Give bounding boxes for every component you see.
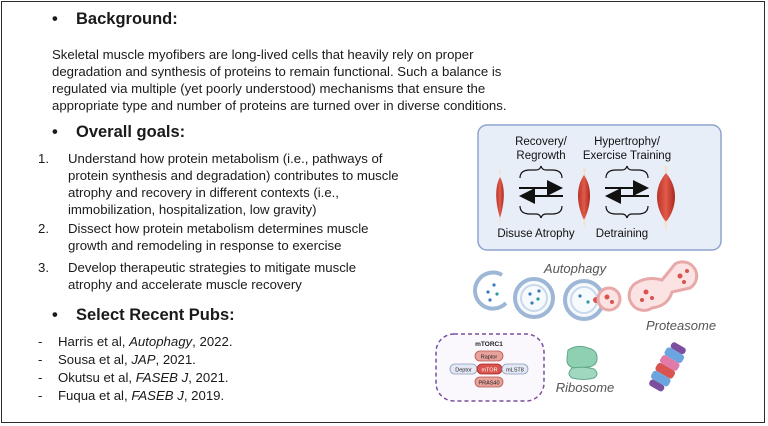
bullet: • — [52, 123, 58, 141]
pub-citation: Sousa et al, JAP, 2021. — [58, 351, 196, 368]
goal-line: atrophy and accelerate muscle recovery — [68, 277, 302, 292]
dash: - — [38, 352, 43, 367]
pub-year: , 2021. — [188, 370, 229, 385]
dash: - — [38, 388, 43, 403]
goal-line: growth and remodeling in response to exe… — [68, 238, 342, 253]
goal-line: Develop therapeutic strategies to mitiga… — [68, 260, 357, 275]
goal-number: 3. — [38, 260, 49, 275]
goal-text: Understand how protein metabolism (i.e.,… — [68, 150, 399, 218]
dash: - — [38, 334, 43, 349]
pub-journal: FASEB J — [135, 370, 189, 385]
pub-authors: Harris et al, — [58, 334, 130, 349]
goals-title: Overall goals: — [76, 123, 186, 141]
background-line: regulated via multiple (yet poorly under… — [52, 81, 486, 96]
bullet: • — [52, 10, 58, 28]
pub-year: , 2019. — [183, 388, 225, 403]
goal-number: 2. — [38, 221, 49, 236]
pub-authors: Sousa et al, — [58, 352, 132, 367]
pub-citation: Okutsu et al, FASEB J, 2021. — [58, 369, 229, 386]
goal-line: protein synthesis and degradation) contr… — [68, 168, 399, 183]
background-line: degradation and synthesis of proteins to… — [52, 64, 502, 79]
pub-year: , 2021. — [155, 352, 196, 367]
pub-citation: Harris et al, Autophagy, 2022. — [58, 333, 233, 350]
pub-authors: Okutsu et al, — [58, 370, 136, 385]
pub-journal: Autophagy — [129, 334, 193, 349]
background-paragraph: Skeletal muscle myofibers are long-lived… — [52, 46, 572, 114]
goal-text: Develop therapeutic strategies to mitiga… — [68, 259, 356, 293]
goal-number: 1. — [38, 151, 49, 166]
goal-line: atrophy and recovery in different contex… — [68, 185, 339, 200]
bullet: • — [52, 306, 58, 324]
pub-authors: Fuqua et al, — [58, 388, 132, 403]
dash: - — [38, 370, 43, 385]
pub-journal: JAP — [131, 352, 156, 367]
pub-journal: FASEB J — [131, 388, 184, 403]
pub-year: , 2022. — [192, 334, 233, 349]
background-line: appropriate type and number of proteins … — [52, 98, 507, 113]
goal-line: Understand how protein metabolism (i.e.,… — [68, 151, 383, 166]
background-title: Background: — [76, 10, 178, 28]
pub-citation: Fuqua et al, FASEB J, 2019. — [58, 387, 224, 404]
goal-line: immobilization, hospitalization, low gra… — [68, 202, 317, 217]
goal-text: Dissect how protein metabolism determine… — [68, 220, 369, 254]
background-line: Skeletal muscle myofibers are long-lived… — [52, 47, 474, 62]
pubs-title: Select Recent Pubs: — [76, 306, 235, 324]
goal-line: Dissect how protein metabolism determine… — [68, 221, 369, 236]
